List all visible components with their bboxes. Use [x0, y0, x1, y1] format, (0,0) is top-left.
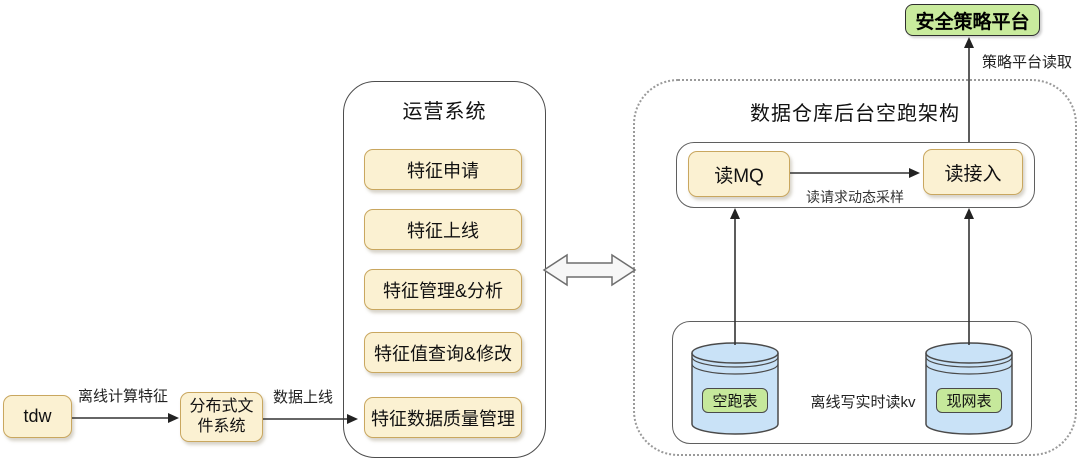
offline-compute-feature-label: 离线计算特征	[77, 388, 168, 405]
policy-platform-read-label: 策略平台读取	[982, 54, 1073, 71]
read-sampling-label: 读请求动态采样	[806, 189, 904, 205]
feature-data-quality-box: 特征数据质量管理	[364, 397, 522, 438]
feature-online-box: 特征上线	[364, 209, 522, 250]
offline-write-realtime-read-label: 离线写实时读kv	[810, 394, 916, 411]
arrowhead-right-icon	[168, 413, 179, 423]
data-online-label: 数据上线	[272, 389, 333, 406]
read-mq-box: 读MQ	[688, 151, 790, 197]
distributed-file-system-box: 分布式文件系统	[180, 392, 263, 442]
warehouse-title: 数据仓库后台空跑架构	[750, 103, 960, 125]
double-arrow-icon	[542, 253, 637, 287]
dryrun-table-label: 空跑表	[702, 388, 768, 413]
feature-apply-box: 特征申请	[364, 149, 522, 190]
edge-tdw-to-dfs	[72, 413, 179, 423]
read-access-box: 读接入	[923, 149, 1023, 195]
feature-value-query-modify-box: 特征值查询&修改	[364, 332, 522, 373]
ops-system-title: 运营系统	[402, 101, 487, 123]
live-table-label: 现网表	[936, 388, 1002, 413]
feature-manage-analyze-box: 特征管理&分析	[364, 269, 522, 310]
tdw-box: tdw	[3, 395, 72, 438]
storage-layer-container	[672, 321, 1032, 444]
security-policy-platform-box: 安全策略平台	[905, 4, 1040, 36]
arrowhead-up-icon	[964, 37, 974, 48]
